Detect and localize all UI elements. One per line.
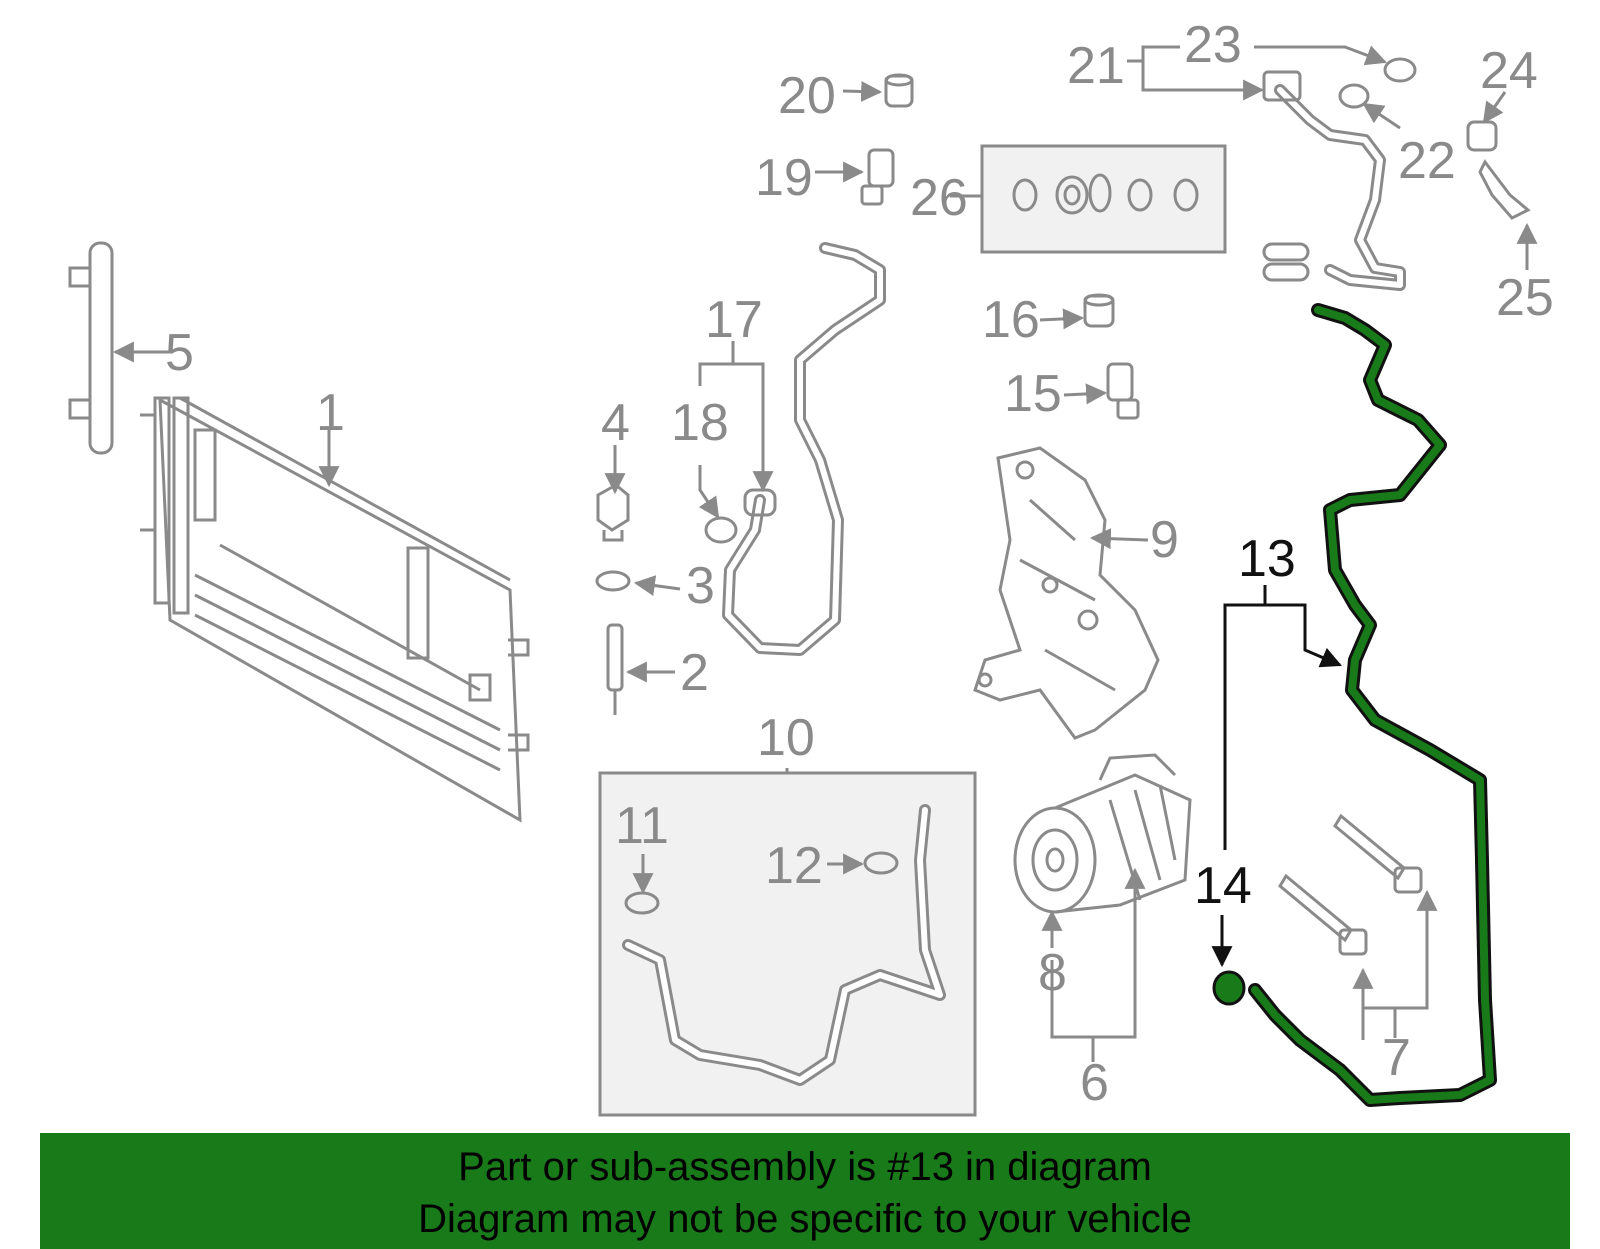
leader-lines [112, 45, 1538, 1062]
callout-3: 3 [686, 557, 715, 615]
callout-20: 20 [778, 67, 836, 125]
part-23-oring [1383, 57, 1417, 83]
banner-line-part: Part or sub-assembly is #13 in diagram [458, 1145, 1152, 1189]
part-16-cap [1083, 293, 1115, 328]
part-20-cap [884, 73, 914, 108]
part-26-seals [1012, 173, 1199, 215]
callout-10: 10 [757, 709, 815, 767]
part-10-box [598, 771, 977, 1117]
part-3-oring [595, 570, 631, 592]
callout-22: 22 [1398, 132, 1456, 190]
part-24-cap [1466, 120, 1498, 152]
part-8-compressor [1013, 753, 1192, 914]
callout-6: 6 [1080, 1054, 1109, 1112]
part-9-bracket [973, 446, 1160, 740]
part-21-hose [1274, 84, 1406, 291]
callout-17: 17 [705, 291, 763, 349]
part-26-box [980, 144, 1227, 254]
callout-13: 13 [1238, 530, 1296, 588]
callout-25: 25 [1496, 269, 1554, 327]
callout-23: 23 [1184, 16, 1242, 74]
part-14-oring [1212, 970, 1246, 1006]
callout-1: 1 [316, 384, 345, 442]
callout-5: 5 [165, 324, 194, 382]
callout-16: 16 [982, 291, 1040, 349]
part-19-valve [860, 148, 895, 206]
info-banner: Part or sub-assembly is #13 in diagram D… [40, 1133, 1570, 1249]
callout-7: 7 [1382, 1029, 1411, 1087]
part-13-hose [1248, 303, 1497, 1107]
callout-14: 14 [1194, 857, 1252, 915]
part-25-valve [1478, 159, 1531, 220]
callout-9: 9 [1150, 511, 1179, 569]
callout-11: 11 [615, 797, 669, 855]
callout-24: 24 [1480, 42, 1538, 100]
callout-8: 8 [1038, 944, 1067, 1002]
part-18-oring [704, 516, 738, 544]
callout-15: 15 [1004, 365, 1062, 423]
callout-2: 2 [680, 644, 709, 702]
part-15-valve [1106, 362, 1140, 420]
callout-19: 19 [755, 149, 813, 207]
callout-21: 21 [1067, 37, 1125, 95]
leader-lines-highlight [1211, 585, 1342, 968]
part-1-condenser [140, 396, 530, 823]
callout-26: 26 [910, 169, 968, 227]
part-2-valve [606, 623, 624, 715]
part-22-oring [1338, 83, 1370, 109]
callout-18: 18 [671, 394, 729, 452]
part-7-bolts [1278, 813, 1423, 956]
part-12-oring [863, 851, 899, 875]
part-5-drier [68, 241, 114, 455]
callout-12: 12 [765, 837, 823, 895]
callout-4: 4 [601, 394, 630, 452]
part-4-switch [596, 483, 630, 542]
banner-line-disclaimer: Diagram may not be specific to your vehi… [418, 1197, 1192, 1241]
